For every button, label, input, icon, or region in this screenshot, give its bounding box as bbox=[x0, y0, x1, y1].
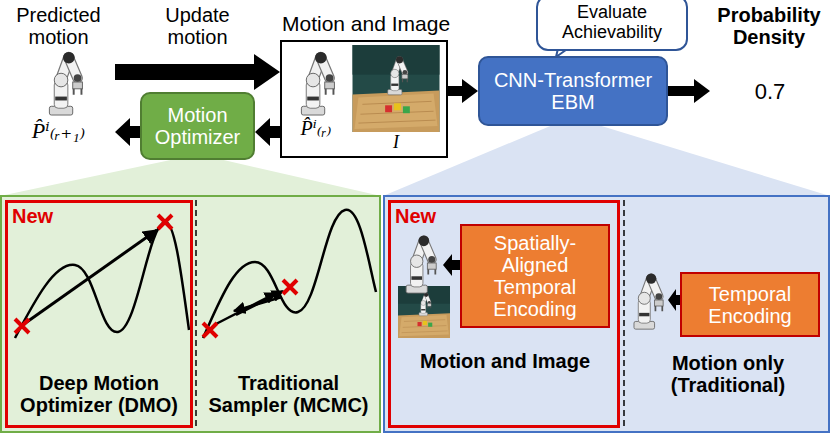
motion-figure: Predicted motionP̂ⁱ₍ᵣ₊₁₎ bbox=[2, 2, 115, 145]
dashed-separator bbox=[195, 200, 197, 428]
edge-label: Update motion bbox=[148, 4, 248, 48]
panel-ground bbox=[383, 195, 830, 433]
callout-wedge bbox=[0, 158, 381, 196]
method-label: Motion only (Traditional) bbox=[628, 352, 828, 396]
dashed-separator bbox=[623, 200, 625, 428]
sample-arrow bbox=[236, 291, 283, 315]
callout-wedge bbox=[383, 124, 830, 196]
energy-curve bbox=[203, 210, 376, 338]
robot-arm bbox=[301, 52, 334, 115]
jump-arrow bbox=[24, 230, 157, 324]
detail-panel: Traditional Sampler (MCMC)NewDeep Motion… bbox=[0, 195, 381, 433]
x-mark bbox=[15, 319, 29, 333]
encoding-box: Spatially-Aligned Temporal Encoding bbox=[460, 224, 610, 328]
highlight-box: NewMotion and Image Spatially-Aligned Tem… bbox=[388, 200, 620, 428]
input-box: Motion and ImageP̂ⁱ₍ᵣ₎I bbox=[280, 40, 448, 158]
optimizer-box: Motion Optimizer bbox=[140, 92, 255, 160]
robot-arm bbox=[49, 52, 82, 115]
figure-caption: Predicted motion bbox=[2, 4, 115, 48]
box-heading: Motion and Image bbox=[282, 12, 450, 35]
block-arrow bbox=[115, 118, 140, 146]
math-symbol: I bbox=[352, 133, 440, 153]
math-symbol: P̂ⁱ₍ᵣ₊₁₎ bbox=[2, 119, 115, 143]
box-label: CNN-Transformer EBM bbox=[484, 69, 662, 113]
input-arrow bbox=[443, 254, 461, 276]
method-label: Deep Motion Optimizer (DMO) bbox=[8, 372, 190, 416]
x-mark bbox=[203, 323, 217, 337]
panel-ground bbox=[0, 195, 381, 433]
detail-panel: Motion only (Traditional)NewMotion and I… bbox=[383, 195, 830, 433]
math-symbol: P̂ⁱ₍ᵣ₎ bbox=[286, 117, 346, 139]
robot-arm bbox=[406, 236, 436, 294]
encoding-box: Temporal Encoding bbox=[680, 272, 820, 337]
method-label: Motion and Image bbox=[392, 350, 618, 372]
new-tag: New bbox=[12, 205, 53, 227]
simulation-image bbox=[398, 286, 450, 338]
output-number: 0.7 bbox=[712, 80, 828, 104]
x-mark bbox=[283, 280, 297, 294]
robot-arm bbox=[634, 273, 663, 329]
model-box: CNN-Transformer EBM bbox=[478, 56, 668, 126]
output-heading: Probability Density bbox=[710, 4, 828, 48]
block-arrow bbox=[255, 118, 280, 146]
method-label: Traditional Sampler (MCMC) bbox=[198, 372, 379, 416]
energy-curve bbox=[15, 222, 189, 338]
block-arrow bbox=[448, 79, 478, 103]
box-label: Motion Optimizer bbox=[146, 104, 249, 148]
block-arrow bbox=[115, 54, 280, 90]
box-label: Evaluate Achievability bbox=[542, 3, 682, 43]
block-arrow bbox=[668, 79, 710, 103]
simulation-image bbox=[353, 45, 440, 132]
box-label: Temporal Encoding bbox=[682, 283, 818, 327]
output-value: Probability Density 0.7 bbox=[710, 2, 828, 127]
speech-bubble: Evaluate Achievability bbox=[536, 0, 688, 51]
new-tag: New bbox=[395, 205, 436, 227]
box-label: Spatially-Aligned Temporal Encoding bbox=[462, 232, 608, 320]
highlight-box: NewDeep Motion Optimizer (DMO) bbox=[5, 200, 193, 428]
x-mark bbox=[158, 215, 172, 229]
